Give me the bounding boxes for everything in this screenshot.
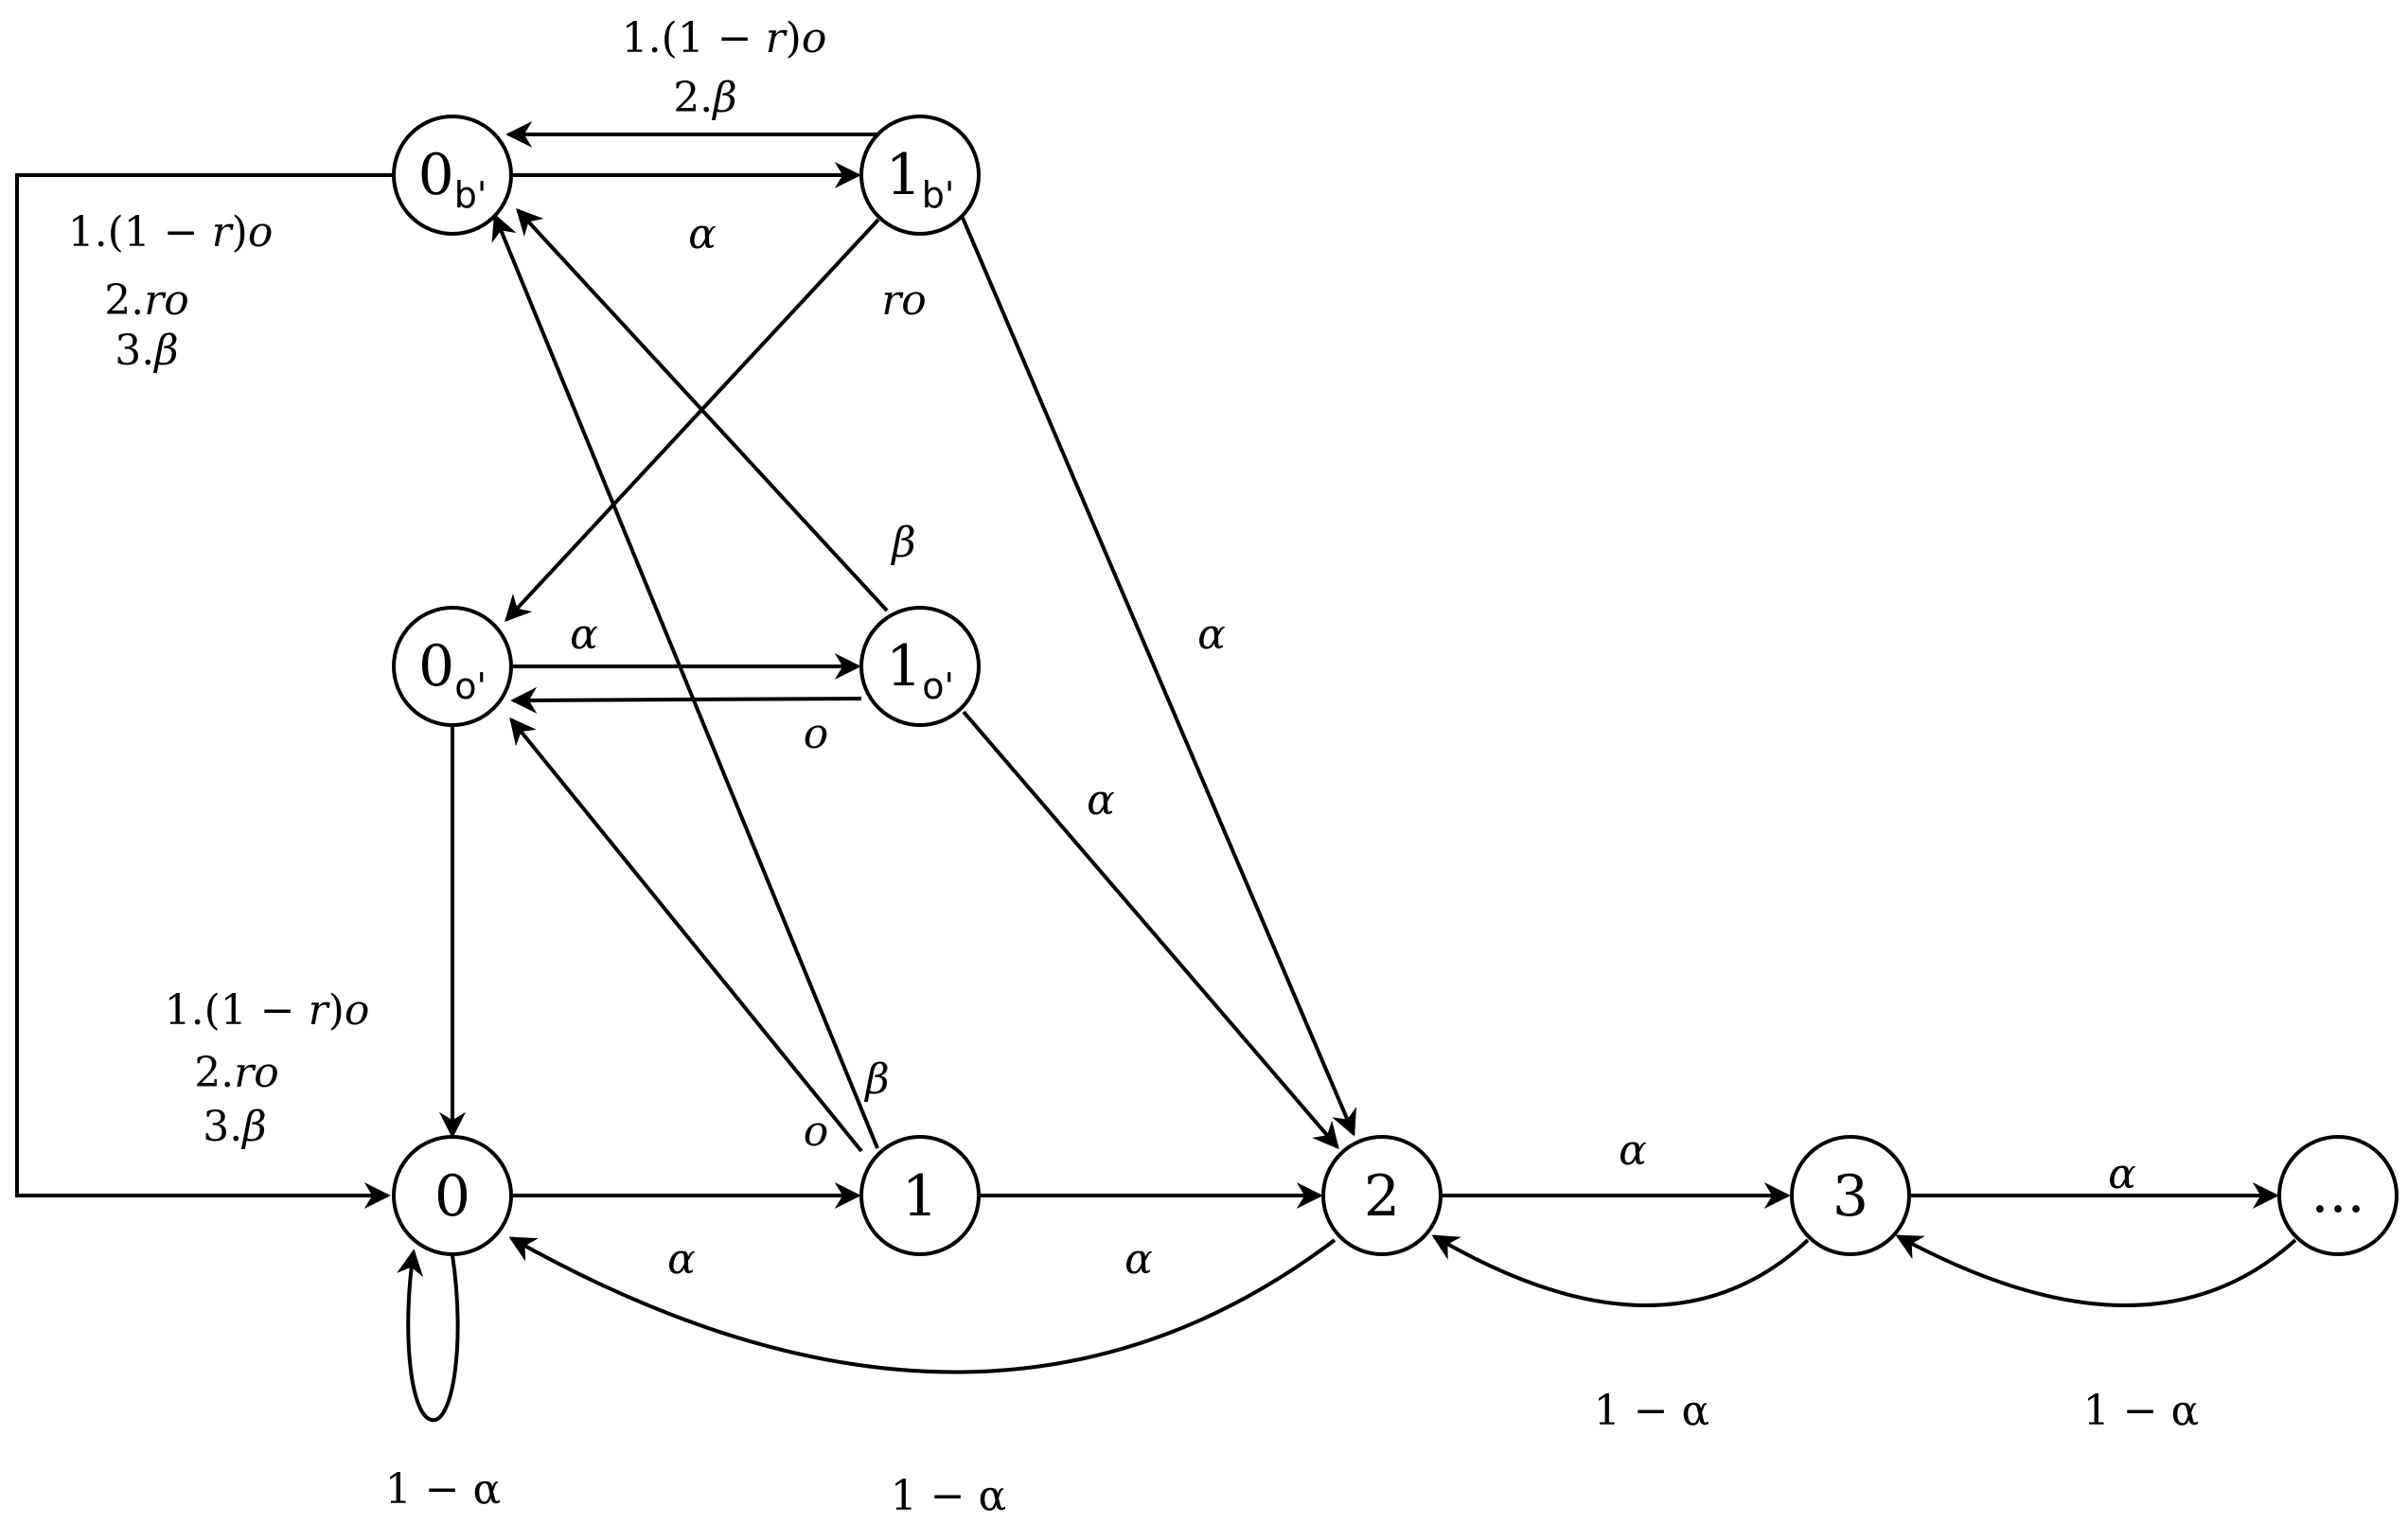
edge-0b-to-0 <box>15 173 392 1209</box>
node-1b-main: 1 <box>886 142 922 208</box>
label-0b-0-line3: 3.β <box>115 327 178 375</box>
svg-text:0o': 0o' <box>418 633 487 707</box>
label-0b-1b: α <box>688 210 717 258</box>
edge-3-to-2 <box>1431 1234 1810 1307</box>
node-0b: 0b' <box>392 115 513 236</box>
node-0o-sub: o' <box>454 665 487 707</box>
edge-1o-to-2 <box>962 710 1339 1150</box>
label-3-2: 1 − α <box>1594 1387 1710 1435</box>
label-1o-2: α <box>1087 776 1115 824</box>
node-1o-sub: o' <box>922 665 954 707</box>
label-1-0b: β <box>863 1055 889 1104</box>
edge-dots-to-3 <box>1895 1234 2297 1307</box>
edge-1b-to-0o <box>505 218 880 623</box>
node-0o: 0o' <box>392 606 513 727</box>
edge-1-to-0b <box>491 213 879 1149</box>
node-0-label: 0 <box>434 1163 470 1230</box>
node-0b-sub: b' <box>454 174 487 216</box>
node-ellipsis-label: ... <box>2311 1160 2364 1226</box>
svg-text:0b': 0b' <box>418 142 487 216</box>
label-1b-2: α <box>1197 611 1226 659</box>
label-1b-0o: ro <box>881 276 927 325</box>
label-0o-0-line3: 3.β <box>203 1103 266 1151</box>
svg-text:1b': 1b' <box>886 142 955 216</box>
label-1b-0b-line1: 1.(1 − r)o <box>622 14 827 62</box>
node-0o-main: 0 <box>418 633 454 700</box>
label-1b-0b-line2: 2.β <box>673 74 736 122</box>
node-1: 1 <box>859 1135 981 1256</box>
label-dots-3: 1 − α <box>2083 1387 2200 1435</box>
node-1b-sub: b' <box>922 174 955 216</box>
node-2-label: 2 <box>1364 1163 1400 1230</box>
label-1-2: α <box>1124 1235 1153 1284</box>
node-1o-main: 1 <box>886 633 922 700</box>
label-0o-0-line2: 2.ro <box>194 1049 279 1097</box>
edge-1-to-0o <box>509 717 863 1153</box>
node-1o: 1o' <box>859 606 981 727</box>
label-0b-0-line1: 1.(1 − r)o <box>68 208 274 257</box>
label-1o-0o: o <box>804 710 829 758</box>
node-3: 3 <box>1790 1135 1911 1256</box>
node-0b-main: 0 <box>418 142 454 208</box>
label-0o-1o: α <box>570 611 598 659</box>
edges <box>15 121 2297 1423</box>
label-1-0o: o <box>804 1108 829 1156</box>
node-1-label: 1 <box>902 1163 938 1230</box>
label-0o-0-line1: 1.(1 − r)o <box>165 986 370 1035</box>
edge-1o-to-0b <box>516 207 889 612</box>
label-1o-0b: β <box>890 519 915 567</box>
node-0: 0 <box>392 1135 513 1256</box>
label-2-3: α <box>1619 1126 1647 1175</box>
node-2: 2 <box>1321 1135 1443 1256</box>
edge-1o-to-0o <box>510 686 862 714</box>
label-2-0: 1 − α <box>891 1472 1007 1520</box>
node-ellipsis: ... <box>2277 1135 2399 1256</box>
node-3-label: 3 <box>1833 1163 1868 1230</box>
label-0-1: α <box>667 1235 696 1284</box>
label-3-dots: α <box>2108 1150 2136 1198</box>
label-0b-0-line2: 2.ro <box>104 276 189 325</box>
node-1b: 1b' <box>859 115 981 236</box>
edge-2-to-0 <box>508 1236 1337 1374</box>
edge-labels: 1.(1 − r)o 2.β 1.(1 − r)o 2.ro 3.β 1.(1 … <box>68 14 2200 1520</box>
edge-0-self-loop <box>397 1249 460 1423</box>
label-0-self: 1 − α <box>385 1465 502 1514</box>
edge-1b-to-2 <box>961 217 1356 1137</box>
svg-text:1o': 1o' <box>886 633 954 707</box>
